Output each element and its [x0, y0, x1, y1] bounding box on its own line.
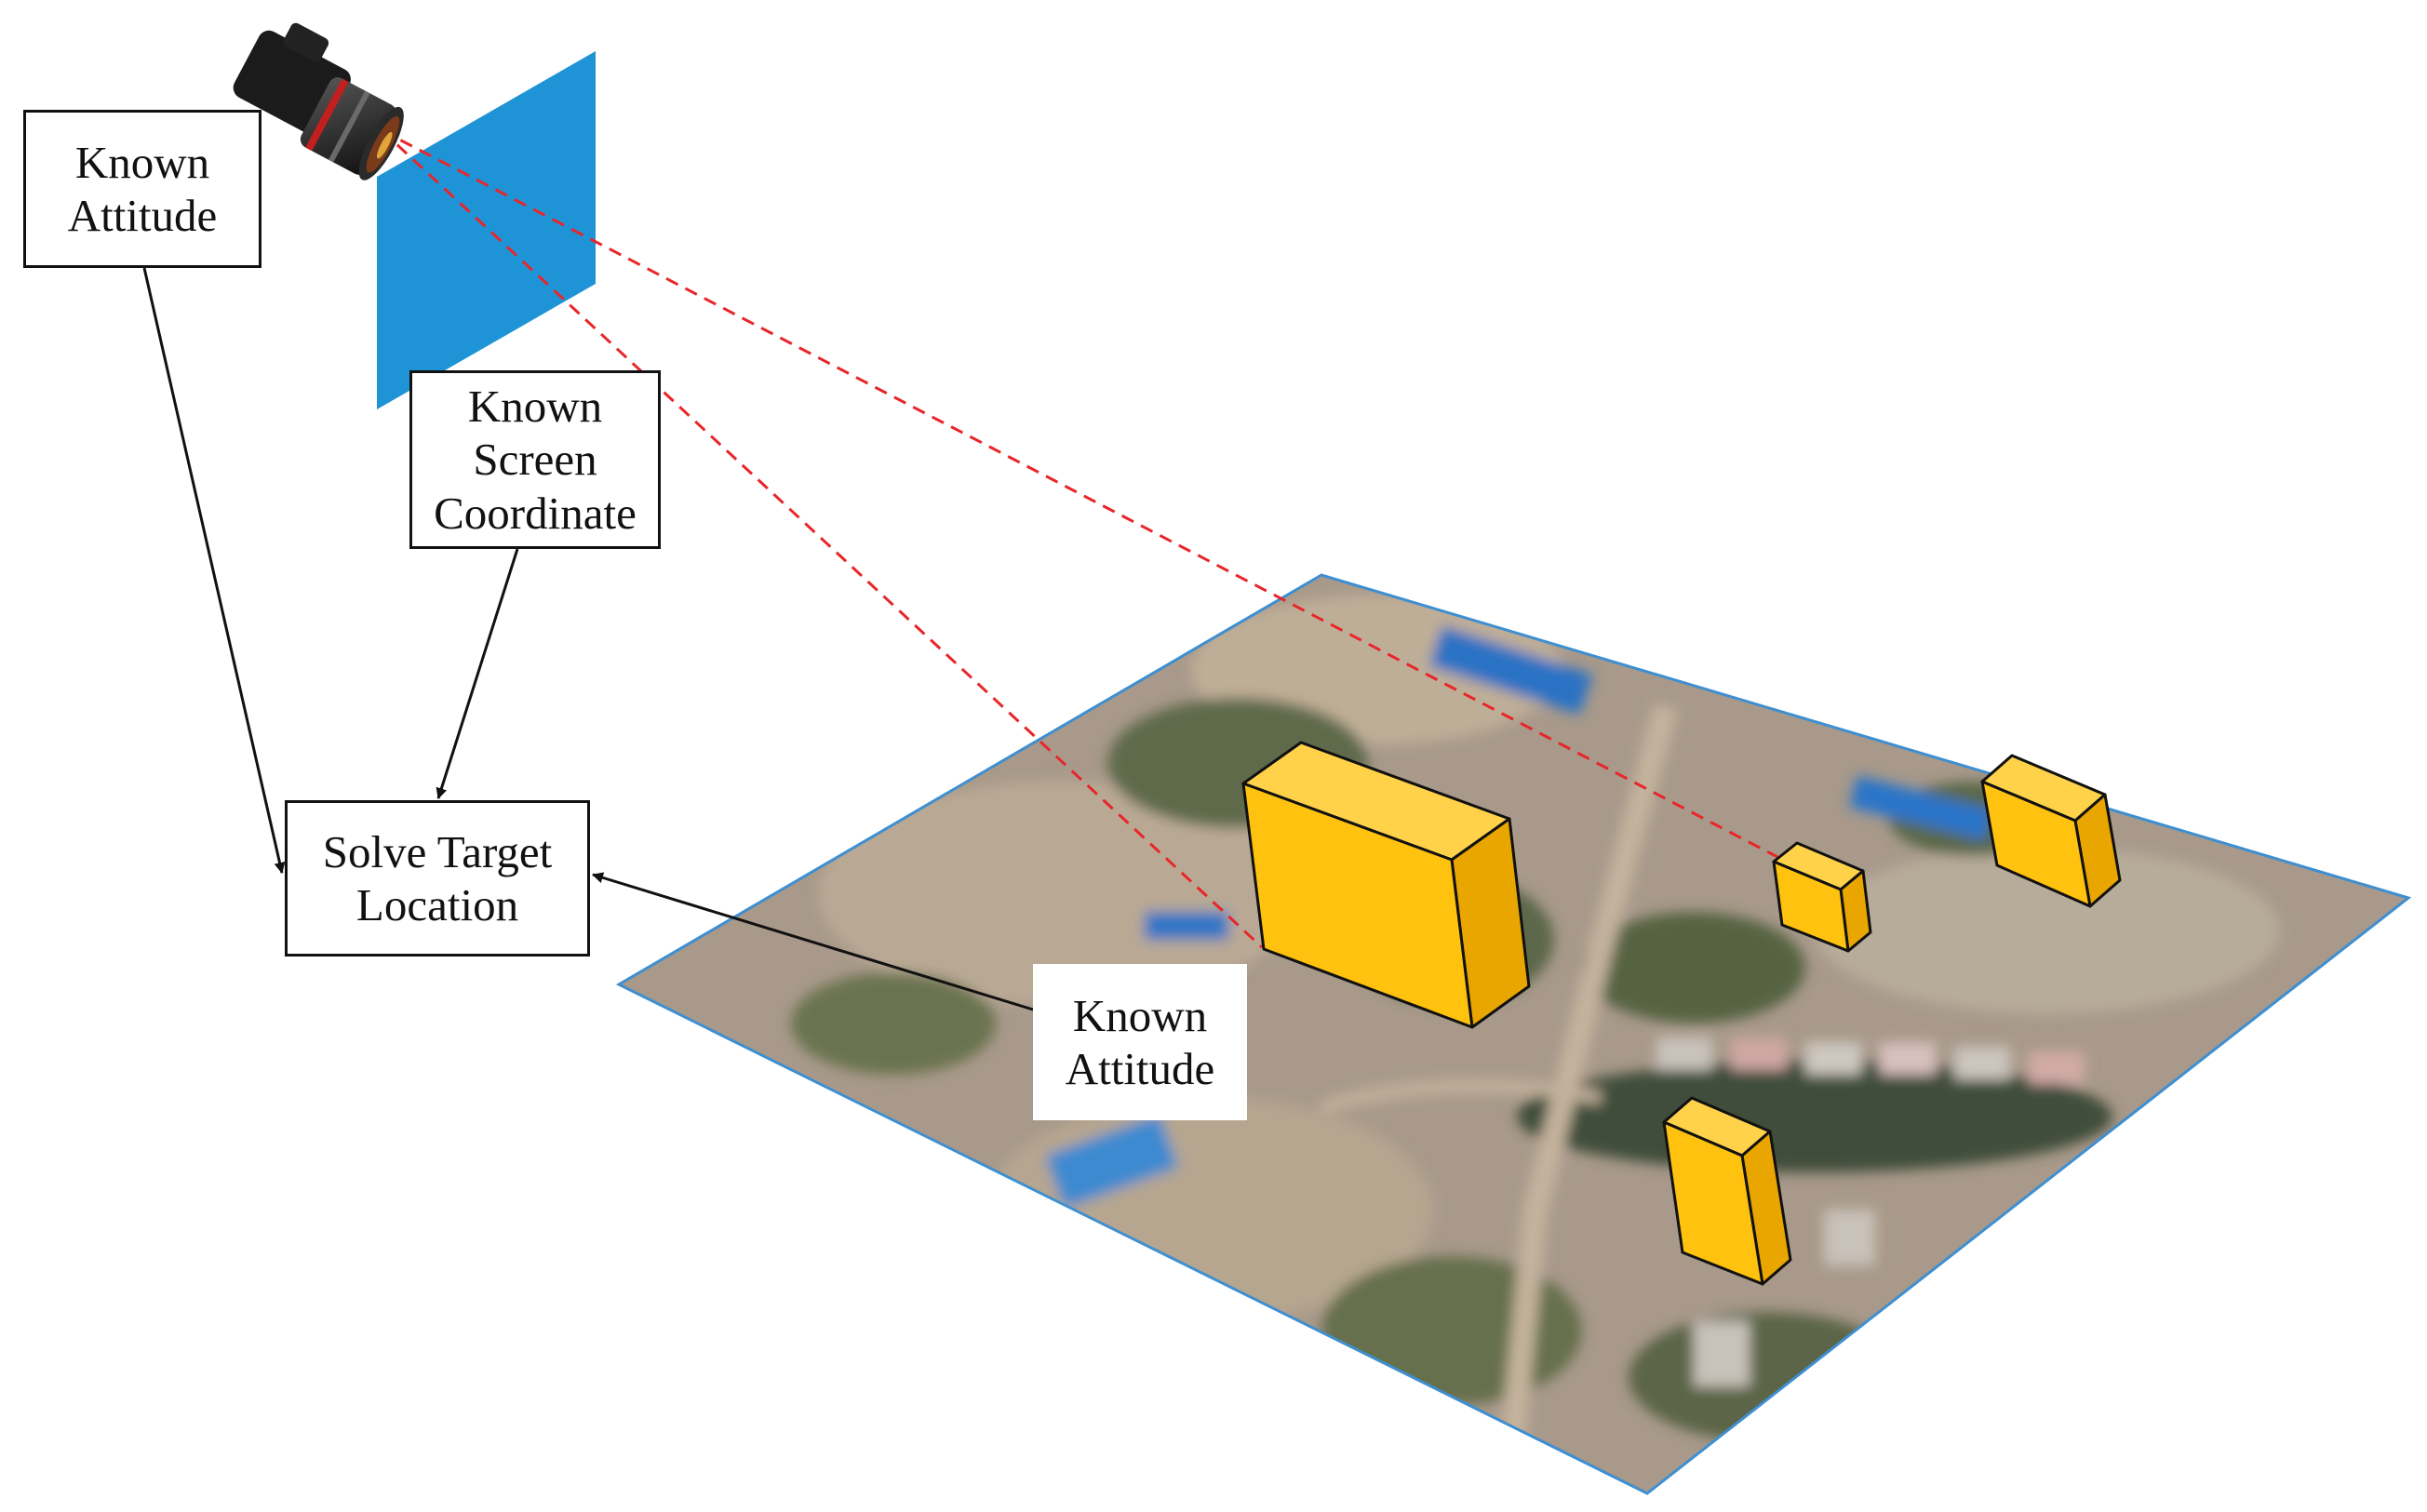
target-box-large [1241, 741, 1531, 1029]
camera-icon [233, 22, 404, 181]
known-screen-coordinate-box: Known Screen Coordinate [409, 370, 661, 549]
sight-lines [380, 128, 1780, 949]
target-box-right [1980, 754, 2122, 908]
solve-target-line1: Solve Target [322, 825, 553, 877]
image-plane [377, 51, 596, 409]
target-box-bottom [1662, 1096, 1792, 1286]
arrow-screen-to-solve [436, 548, 519, 799]
arrow-map-attitude-to-solve [592, 872, 1034, 1011]
aerial-terrain-map [615, 573, 2412, 1495]
known-attitude-box: Known Attitude [23, 110, 261, 268]
solve-target-location-box: Solve Target Location [285, 800, 590, 957]
target-box-small [1772, 841, 1872, 953]
map-known-attitude-label: Known Attitude [1033, 964, 1247, 1120]
map-known-attitude-line1: Known [1072, 989, 1208, 1041]
known-attitude-line2: Attitude [67, 190, 218, 241]
known-screen-line3: Coordinate [434, 487, 637, 539]
known-attitude-line1: Known [74, 136, 210, 188]
flow-arrows [142, 267, 1034, 1011]
arrow-attitude-to-solve [142, 267, 286, 874]
map-known-attitude-line2: Attitude [1065, 1043, 1215, 1094]
known-screen-line1: Known [467, 381, 603, 432]
solve-target-line2: Location [355, 879, 519, 930]
known-screen-line2: Screen [473, 434, 597, 486]
